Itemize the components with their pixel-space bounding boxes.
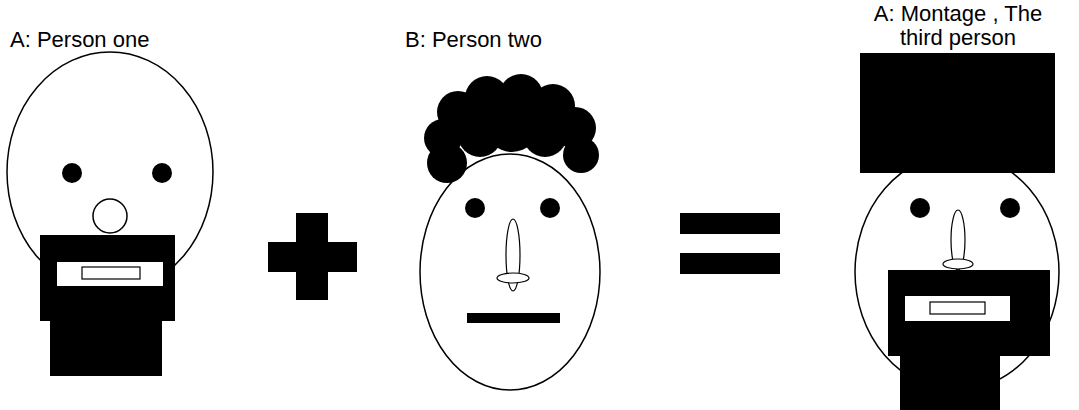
eye bbox=[152, 163, 172, 183]
beard bbox=[40, 235, 175, 321]
nose-tip bbox=[943, 259, 973, 269]
eye bbox=[910, 198, 930, 218]
round-nose bbox=[93, 199, 127, 233]
beard bbox=[888, 270, 1050, 356]
beard-lower bbox=[900, 355, 1000, 410]
head-outline bbox=[855, 154, 1059, 390]
face-two bbox=[420, 74, 600, 390]
eye bbox=[465, 198, 485, 218]
mouth-line bbox=[467, 313, 560, 323]
mouth bbox=[57, 262, 163, 286]
teeth bbox=[82, 267, 140, 279]
teeth bbox=[930, 302, 985, 314]
beard-lower bbox=[50, 320, 162, 376]
plus-sign bbox=[268, 213, 357, 300]
face-one bbox=[7, 52, 213, 376]
eye bbox=[540, 198, 560, 218]
face-montage bbox=[855, 53, 1059, 410]
plus-bar bbox=[268, 242, 357, 272]
curly-hair bbox=[424, 74, 599, 183]
caption-label: A: Montage , The third person bbox=[872, 2, 1044, 50]
eye bbox=[62, 163, 82, 183]
caption-label: A: Person one bbox=[10, 28, 250, 52]
mouth bbox=[905, 296, 1010, 321]
eye bbox=[1000, 198, 1020, 218]
caption-label: B: Person two bbox=[405, 28, 645, 52]
equals-bar bbox=[680, 253, 780, 274]
head-outline bbox=[420, 154, 600, 390]
hat bbox=[860, 53, 1055, 173]
equals-sign bbox=[680, 213, 780, 274]
equals-bar bbox=[680, 213, 780, 234]
nose-tip bbox=[497, 273, 529, 283]
